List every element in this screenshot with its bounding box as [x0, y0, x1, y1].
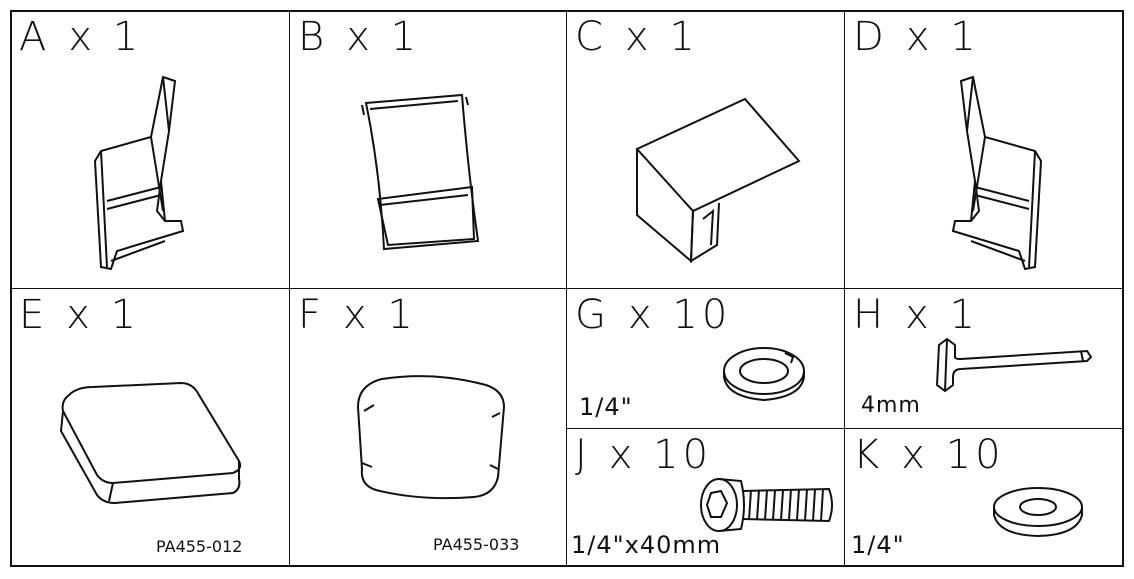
part-code-f: PA455-033	[433, 535, 520, 554]
part-size-g: 1/4"	[579, 393, 633, 421]
part-code-e: PA455-012	[156, 537, 243, 556]
spring-washer-icon	[721, 345, 807, 403]
hex-socket-bolt-icon	[697, 477, 837, 533]
flat-washer-icon	[991, 485, 1085, 539]
part-size-k: 1/4"	[851, 531, 905, 559]
back-cushion-icon	[354, 373, 514, 503]
right-armrest-frame-icon	[935, 71, 1055, 281]
seat-base-panel-icon	[633, 95, 803, 265]
allen-key-icon	[931, 337, 1093, 393]
seat-cushion-icon	[53, 383, 253, 513]
part-size-h: 4mm	[861, 393, 921, 418]
left-armrest-frame-icon	[81, 71, 201, 281]
backrest-panel-icon	[358, 91, 478, 261]
part-size-j: 1/4"x40mm	[571, 531, 722, 559]
